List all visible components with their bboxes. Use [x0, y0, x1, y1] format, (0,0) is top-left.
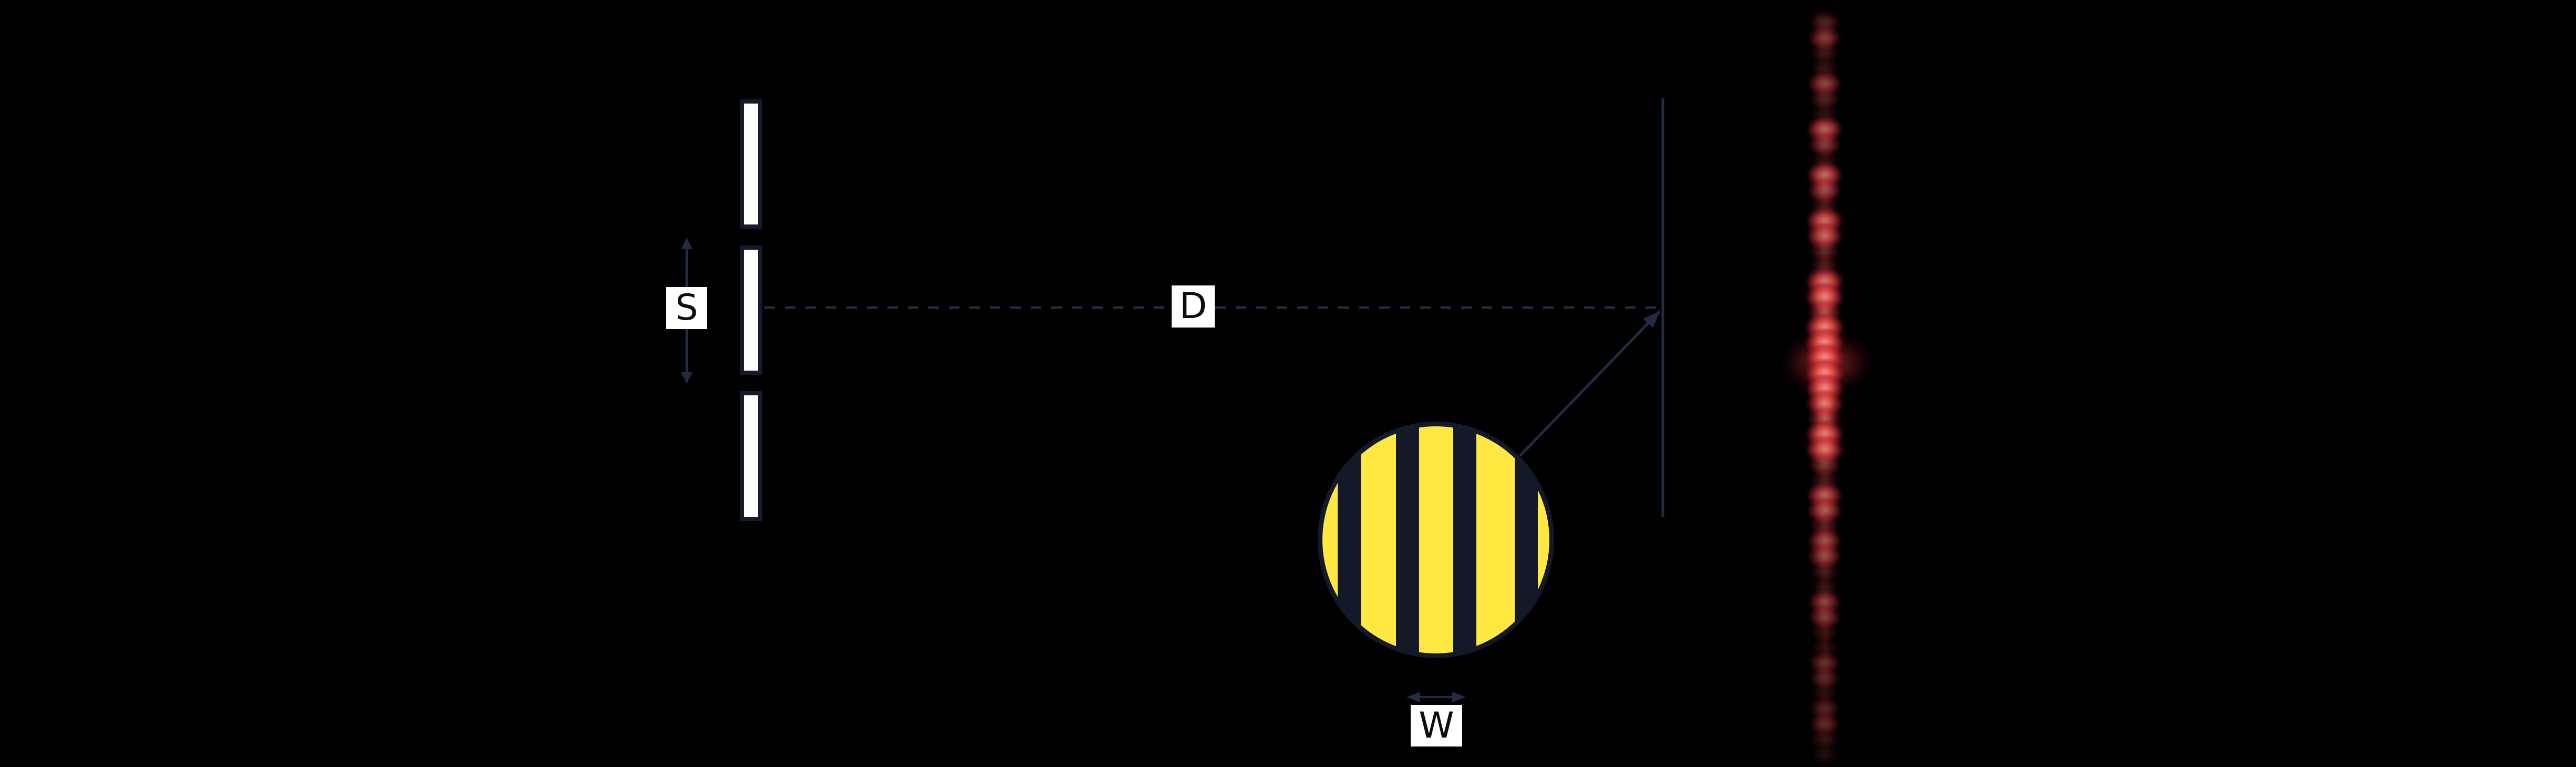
diffraction-dot — [1808, 178, 1841, 203]
bubble-ring — [1318, 422, 1554, 658]
diffraction-dot — [1811, 622, 1838, 643]
diffraction-dot — [1807, 436, 1843, 463]
diffraction-dot — [1812, 637, 1838, 658]
bubble-fringe-stripe — [1396, 423, 1419, 657]
arrowhead-right — [1452, 692, 1466, 702]
diffraction-dot — [1810, 651, 1839, 674]
arrowhead-left — [1406, 692, 1420, 702]
diffraction-dot — [1811, 729, 1838, 750]
diffraction-dot — [1809, 605, 1840, 629]
diffraction-dot — [1812, 744, 1838, 765]
diffraction-dot — [1811, 12, 1839, 34]
callout-arrowhead — [1643, 311, 1660, 328]
diffraction-dot — [1811, 43, 1838, 64]
barrier-segment — [740, 391, 762, 521]
diffraction-dot — [1811, 561, 1838, 582]
arrowhead-up — [681, 238, 692, 249]
barrier-segment — [740, 246, 762, 375]
diffraction-dot — [1809, 590, 1840, 614]
fringe-width-label: W — [1411, 705, 1462, 746]
diffraction-dot — [1807, 222, 1842, 249]
diffraction-dot — [1810, 712, 1839, 735]
diffraction-dot — [1808, 497, 1842, 524]
diffraction-dot — [1811, 88, 1839, 110]
diffraction-dot — [1809, 453, 1840, 477]
slit-screen-distance-label: D — [1172, 285, 1215, 328]
diffraction-dot — [1809, 132, 1840, 157]
diffraction-dot — [1810, 667, 1839, 690]
diffraction-dot — [1809, 544, 1840, 569]
diffraction-dot — [1812, 576, 1838, 597]
diffraction-dot — [1809, 26, 1840, 50]
diffraction-dot — [1808, 116, 1842, 142]
slit-separation-label: S — [666, 287, 707, 329]
diffraction-dot — [1811, 698, 1839, 720]
magnifier-callout-line — [1519, 310, 1661, 457]
bubble-fringe-stripe — [1453, 423, 1476, 657]
arrowhead-down — [681, 372, 692, 384]
diffraction-dot — [1811, 240, 1839, 262]
diffraction-dot — [1812, 683, 1838, 704]
diffraction-dot — [1809, 71, 1840, 96]
barrier-segment — [740, 99, 762, 229]
